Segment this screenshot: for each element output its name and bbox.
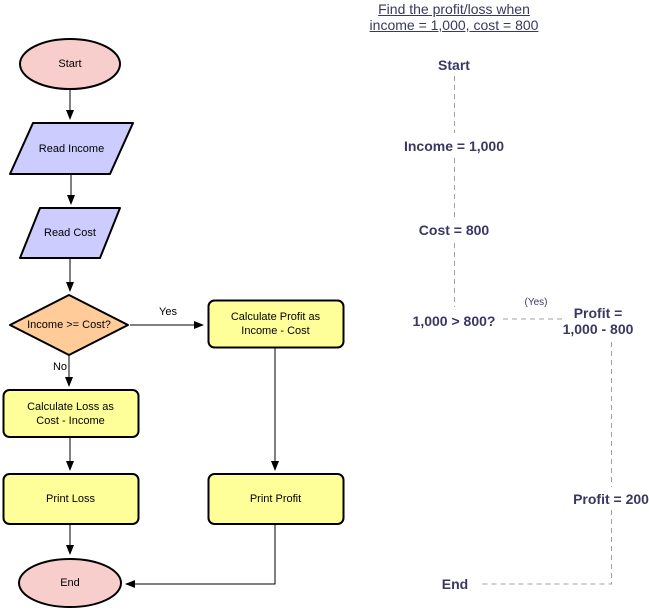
flow-nodes <box>2 38 345 608</box>
annotation-income: Income = 1,000 <box>403 138 504 154</box>
flow-arrows <box>65 90 279 588</box>
arrow-print-profit-to-end <box>125 525 276 588</box>
calc-loss-rect <box>2 389 140 438</box>
annotation-profit-formula-line2: 1,000 - 800 <box>562 321 634 337</box>
end-terminator-shape <box>18 558 122 608</box>
calc-loss-line2: Cost - Income <box>36 414 105 427</box>
annotation-profit-formula-line1: Profit = <box>573 305 623 321</box>
calc-profit-label: Calculate Profit as Income - Cost <box>208 300 343 347</box>
annotation-profit-formula: Profit = 1,000 - 800 <box>543 305 649 337</box>
annotation-title-line1: Find the profit/loss when <box>378 1 530 17</box>
decision-label: Income >= Cost? <box>27 319 111 331</box>
end-node-label: End <box>60 577 80 589</box>
annotation-dashed-trace <box>454 76 612 585</box>
calc-profit-rect <box>207 299 345 349</box>
decision-diamond <box>9 294 129 356</box>
print-profit-rect <box>207 473 345 525</box>
read-cost-label: Read Cost <box>44 227 96 239</box>
calc-profit-line1: Calculate Profit as <box>230 310 321 323</box>
calc-loss-line1: Calculate Loss as <box>27 400 114 413</box>
print-profit-label: Print Profit <box>249 493 302 505</box>
annotation-title-line2: income = 1,000, cost = 800 <box>369 17 539 33</box>
dash-result-to-end <box>479 510 612 585</box>
annotation-start: Start <box>438 57 470 73</box>
no-branch-label: No <box>52 361 68 373</box>
start-node-label: Start <box>58 58 82 70</box>
annotation-end: End <box>441 576 469 592</box>
calc-loss-label: Calculate Loss as Cost - Income <box>3 390 138 437</box>
start-terminator-shape <box>19 38 121 90</box>
annotation-condition: 1,000 > 800? <box>412 313 496 329</box>
print-loss-rect <box>2 473 140 525</box>
yes-branch-label: Yes <box>159 306 177 318</box>
annotation-profit-result: Profit = 200 <box>573 491 649 507</box>
read-income-parallelogram <box>9 122 134 175</box>
annotation-yes-note: (Yes) <box>524 297 548 308</box>
annotation-title: Find the profit/loss when income = 1,000… <box>352 1 556 33</box>
annotation-cost: Cost = 800 <box>418 222 490 238</box>
print-loss-label: Print Loss <box>46 493 95 505</box>
read-income-label: Read Income <box>38 142 105 155</box>
read-cost-parallelogram <box>19 207 121 259</box>
calc-profit-line2: Income - Cost <box>241 324 310 337</box>
